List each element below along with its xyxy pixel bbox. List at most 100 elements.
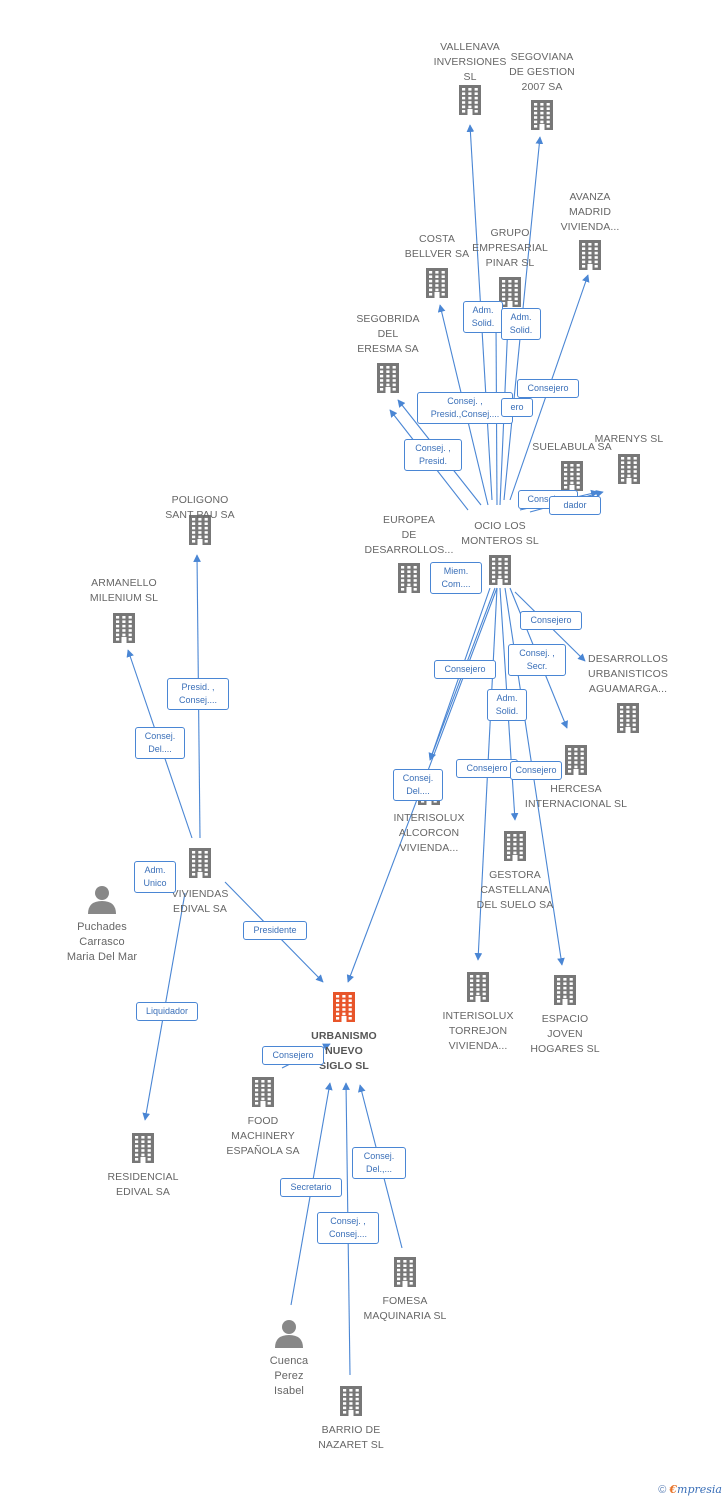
building-icon[interactable] bbox=[398, 563, 420, 593]
node-label-line: PINAR SL bbox=[485, 257, 535, 269]
relation-badge[interactable]: Consej.Del.,... bbox=[352, 1147, 406, 1179]
building-icon[interactable] bbox=[426, 268, 448, 298]
building-icon[interactable] bbox=[132, 1133, 154, 1163]
building-icon[interactable] bbox=[531, 100, 553, 130]
building-icon[interactable] bbox=[252, 1077, 274, 1107]
building-icon[interactable] bbox=[189, 515, 211, 545]
node-label-line: MARENYS SL bbox=[594, 433, 664, 445]
relation-badge[interactable]: Adm.Solid. bbox=[487, 689, 527, 721]
relation-badge-line: Del.... bbox=[148, 744, 172, 754]
relation-badge[interactable]: Consejero bbox=[520, 611, 582, 630]
building-icon[interactable] bbox=[113, 613, 135, 643]
building-icon[interactable] bbox=[499, 277, 521, 307]
node-label-line: BELLVER SA bbox=[404, 248, 470, 260]
building-icon[interactable] bbox=[459, 85, 481, 115]
building-icon[interactable] bbox=[504, 831, 526, 861]
building-icon[interactable] bbox=[467, 972, 489, 1002]
building-icon[interactable] bbox=[618, 454, 640, 484]
relation-badge[interactable]: Liquidador bbox=[136, 1002, 198, 1021]
relation-badge[interactable]: Consejero bbox=[510, 761, 562, 780]
relation-badge[interactable]: Consejero bbox=[434, 660, 496, 679]
person-icon[interactable] bbox=[275, 1320, 303, 1348]
relation-badge-line: ero bbox=[510, 402, 524, 412]
relation-badge[interactable]: Consej. ,Presid. bbox=[404, 439, 462, 471]
relation-badge[interactable]: Consejero bbox=[517, 379, 579, 398]
node-label-line: SUELABULA SA bbox=[532, 441, 612, 453]
relation-badge[interactable]: dador bbox=[549, 496, 601, 515]
building-icon[interactable] bbox=[394, 1257, 416, 1287]
building-icon[interactable] bbox=[340, 1386, 362, 1416]
node-label-line: DESARROLLOS... bbox=[364, 544, 454, 556]
building-icon[interactable] bbox=[554, 975, 576, 1005]
building-icon[interactable] bbox=[489, 555, 511, 585]
person-icon[interactable] bbox=[88, 886, 116, 914]
relation-badge[interactable]: Secretario bbox=[280, 1178, 342, 1197]
relation-badge-line: Adm. bbox=[144, 865, 166, 875]
relation-badge[interactable]: Consej. ,Secr. bbox=[508, 644, 566, 676]
relation-badge-line: dador bbox=[563, 500, 587, 510]
building-icon[interactable] bbox=[565, 745, 587, 775]
building-icon[interactable] bbox=[333, 992, 355, 1022]
brand-logo[interactable]: €mpresia bbox=[669, 1483, 722, 1496]
relation-badge-line: Secr. bbox=[526, 661, 548, 671]
node-label-line: Carrasco bbox=[79, 936, 125, 948]
relation-badge-line: Solid. bbox=[509, 325, 533, 335]
building-icon[interactable] bbox=[189, 848, 211, 878]
building-icon[interactable] bbox=[377, 363, 399, 393]
node-label-line: FOOD bbox=[247, 1115, 279, 1127]
relation-badge-line: Consej. bbox=[144, 731, 176, 741]
relation-badge[interactable]: Adm.Solid. bbox=[463, 301, 503, 333]
brand-logo-initial: € bbox=[669, 1483, 678, 1496]
relation-badge[interactable]: ero bbox=[501, 398, 533, 417]
relation-badge[interactable]: Presid. ,Consej.... bbox=[167, 678, 229, 710]
node-label-line: SEGOVIANA bbox=[510, 51, 574, 63]
node-label-line: POLIGONO bbox=[171, 494, 229, 506]
relation-badge[interactable]: Consejero bbox=[262, 1046, 324, 1065]
relation-badge[interactable]: Miem.Com.... bbox=[430, 562, 482, 594]
relation-badge[interactable]: Adm.Solid. bbox=[501, 308, 541, 340]
node-label-line: EDIVAL SA bbox=[172, 903, 227, 915]
relation-badge[interactable]: Consej.Del.... bbox=[393, 769, 443, 801]
node-label-line: EUROPEA bbox=[382, 514, 436, 526]
node-label-line: DEL bbox=[377, 328, 399, 340]
node-label-line: INTERNACIONAL SL bbox=[524, 798, 628, 810]
relation-badge-line: Consejero bbox=[444, 664, 486, 674]
node-label-suelabula[interactable]: SUELABULA SA bbox=[517, 440, 627, 455]
relation-badge[interactable]: Consej. ,Presid.,Consej.... bbox=[417, 392, 513, 424]
building-icon[interactable] bbox=[579, 240, 601, 270]
relation-badge[interactable]: Presidente bbox=[243, 921, 307, 940]
node-label-line: AVANZA bbox=[569, 191, 611, 203]
footer-credit: © €mpresia bbox=[658, 1483, 722, 1496]
relation-badge[interactable]: Consejero bbox=[456, 759, 518, 778]
relation-badge[interactable]: Consej. ,Consej.... bbox=[317, 1212, 379, 1244]
relation-badge[interactable]: Consej. Del.... bbox=[135, 727, 185, 759]
relation-badge[interactable]: Adm.Unico bbox=[134, 861, 176, 893]
building-icon[interactable] bbox=[617, 703, 639, 733]
building-icon[interactable] bbox=[561, 461, 583, 491]
node-label-marenys[interactable]: MARENYS SL bbox=[574, 432, 684, 447]
